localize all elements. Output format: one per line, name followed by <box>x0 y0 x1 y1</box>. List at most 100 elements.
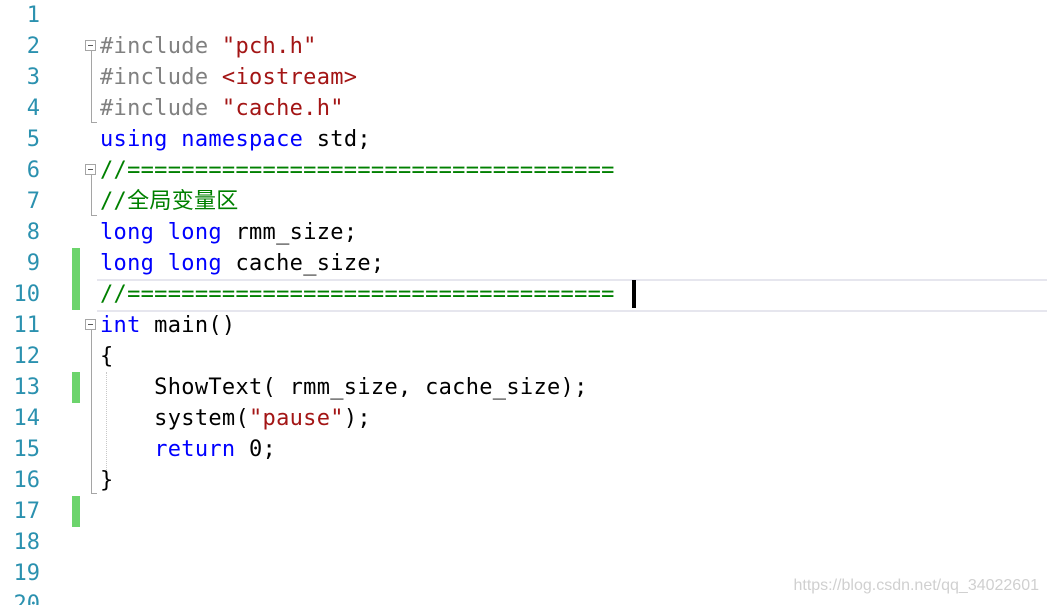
change-marker <box>72 248 80 279</box>
code-token-keyword: namespace <box>181 127 304 152</box>
code-line[interactable]: 20 <box>0 589 1047 605</box>
line-number: 13 <box>13 375 41 400</box>
code-text[interactable]: using namespace std; <box>100 124 371 155</box>
line-number: 3 <box>26 65 40 90</box>
text-caret <box>632 280 636 308</box>
change-marker <box>72 496 80 527</box>
code-token-preprocessor: #include <box>100 96 222 121</box>
code-line[interactable]: 15 return 0; <box>0 434 1047 465</box>
code-token-plain: std; <box>303 127 371 152</box>
code-text[interactable]: long long cache_size; <box>100 248 384 279</box>
code-token-plain: main() <box>140 313 236 338</box>
line-number: 4 <box>26 96 40 121</box>
code-text[interactable]: //==================================== <box>100 155 615 186</box>
code-line[interactable]: 3 #include <iostream> <box>0 62 1047 93</box>
code-text[interactable]: ShowText( rmm_size, cache_size); <box>100 372 588 403</box>
code-token-plain: { <box>100 344 114 369</box>
code-token-plain <box>154 220 168 245</box>
code-token-keyword: int <box>100 313 141 338</box>
line-number: 7 <box>26 189 40 214</box>
code-token-string: "pch.h" <box>221 34 317 59</box>
code-line[interactable]: 4 #include "cache.h" <box>0 93 1047 124</box>
code-token-comment: //==================================== <box>100 158 615 183</box>
code-token-keyword: long <box>100 251 155 276</box>
code-text[interactable]: //全局变量区 <box>100 186 239 217</box>
line-number: 2 <box>26 34 40 59</box>
code-line[interactable]: 17 <box>0 496 1047 527</box>
line-number: 18 <box>13 530 41 555</box>
code-line[interactable]: 19 <box>0 558 1047 589</box>
collapse-include-block-icon[interactable] <box>85 40 96 51</box>
change-marker <box>72 279 80 310</box>
collapse-comment-block-icon[interactable] <box>85 164 96 175</box>
line-number: 19 <box>13 561 41 586</box>
code-token-keyword: long <box>167 251 222 276</box>
code-token-plain <box>100 437 154 462</box>
code-text[interactable]: { <box>100 341 114 372</box>
line-number: 15 <box>13 437 41 462</box>
code-text[interactable]: } <box>100 465 114 496</box>
code-line[interactable]: 5 using namespace std; <box>0 124 1047 155</box>
code-text[interactable]: system("pause"); <box>100 403 371 434</box>
code-token-plain <box>154 251 168 276</box>
code-token-plain: } <box>100 468 114 493</box>
code-line[interactable]: 7 //全局变量区 <box>0 186 1047 217</box>
code-line[interactable]: 16} <box>0 465 1047 496</box>
code-token-comment: //全局变量区 <box>100 189 239 214</box>
code-line[interactable]: 6 //==================================== <box>0 155 1047 186</box>
code-line[interactable]: 1 <box>0 0 1047 31</box>
code-text[interactable]: #include "cache.h" <box>100 93 344 124</box>
code-token-plain: rmm_size; <box>221 220 358 245</box>
code-text[interactable]: return 0; <box>100 434 276 465</box>
code-line[interactable]: 14 system("pause"); <box>0 403 1047 434</box>
fold-guide-end <box>91 122 97 123</box>
line-number: 12 <box>13 344 41 369</box>
watermark: https://blog.csdn.net/qq_34022601 <box>793 577 1039 594</box>
code-token-plain: ); <box>343 406 371 431</box>
code-token-plain: 0; <box>235 437 277 462</box>
code-line[interactable]: 8 long long rmm_size; <box>0 217 1047 248</box>
line-number: 14 <box>13 406 41 431</box>
line-number: 9 <box>26 251 40 276</box>
code-text[interactable]: int main() <box>100 310 235 341</box>
line-number: 6 <box>26 158 40 183</box>
code-token-plain: ShowText( rmm_size, cache_size); <box>100 375 588 400</box>
line-number: 11 <box>13 313 41 338</box>
fold-guide-end <box>91 215 97 216</box>
code-line[interactable]: 12 { <box>0 341 1047 372</box>
collapse-main-function-icon[interactable] <box>85 319 96 330</box>
line-number: 17 <box>13 499 41 524</box>
code-token-string: <iostream> <box>221 65 358 90</box>
code-text[interactable]: #include "pch.h" <box>100 31 317 62</box>
line-number: 10 <box>13 282 41 307</box>
code-token-preprocessor: #include <box>100 34 222 59</box>
code-text[interactable]: long long rmm_size; <box>100 217 357 248</box>
code-token-comment: //==================================== <box>100 282 615 307</box>
code-line[interactable]: 13 ShowText( rmm_size, cache_size); <box>0 372 1047 403</box>
code-text[interactable]: //==================================== <box>100 279 615 310</box>
line-number: 8 <box>26 220 40 245</box>
code-text[interactable]: #include <iostream> <box>100 62 357 93</box>
code-token-keyword: long <box>100 220 155 245</box>
fold-guide-line <box>91 330 92 493</box>
line-number: 5 <box>26 127 40 152</box>
code-token-plain: system( <box>100 406 249 431</box>
fold-guide-line <box>91 51 92 122</box>
indent-guide <box>106 372 107 470</box>
code-line[interactable]: 18 <box>0 527 1047 558</box>
code-line[interactable]: 9 long long cache_size; <box>0 248 1047 279</box>
fold-guide-line <box>91 175 92 215</box>
code-line[interactable]: 11 int main() <box>0 310 1047 341</box>
code-token-keyword: long <box>167 220 222 245</box>
line-number: 16 <box>13 468 41 493</box>
current-line-highlight <box>97 279 1047 312</box>
code-token-preprocessor: #include <box>100 65 222 90</box>
code-line[interactable]: 10 //==================================== <box>0 279 1047 310</box>
code-line[interactable]: 2 #include "pch.h" <box>0 31 1047 62</box>
code-token-keyword: return <box>154 437 236 462</box>
line-number: 1 <box>26 3 40 28</box>
code-token-keyword: using <box>100 127 168 152</box>
line-number: 20 <box>13 592 41 605</box>
code-token-plain <box>168 127 182 152</box>
